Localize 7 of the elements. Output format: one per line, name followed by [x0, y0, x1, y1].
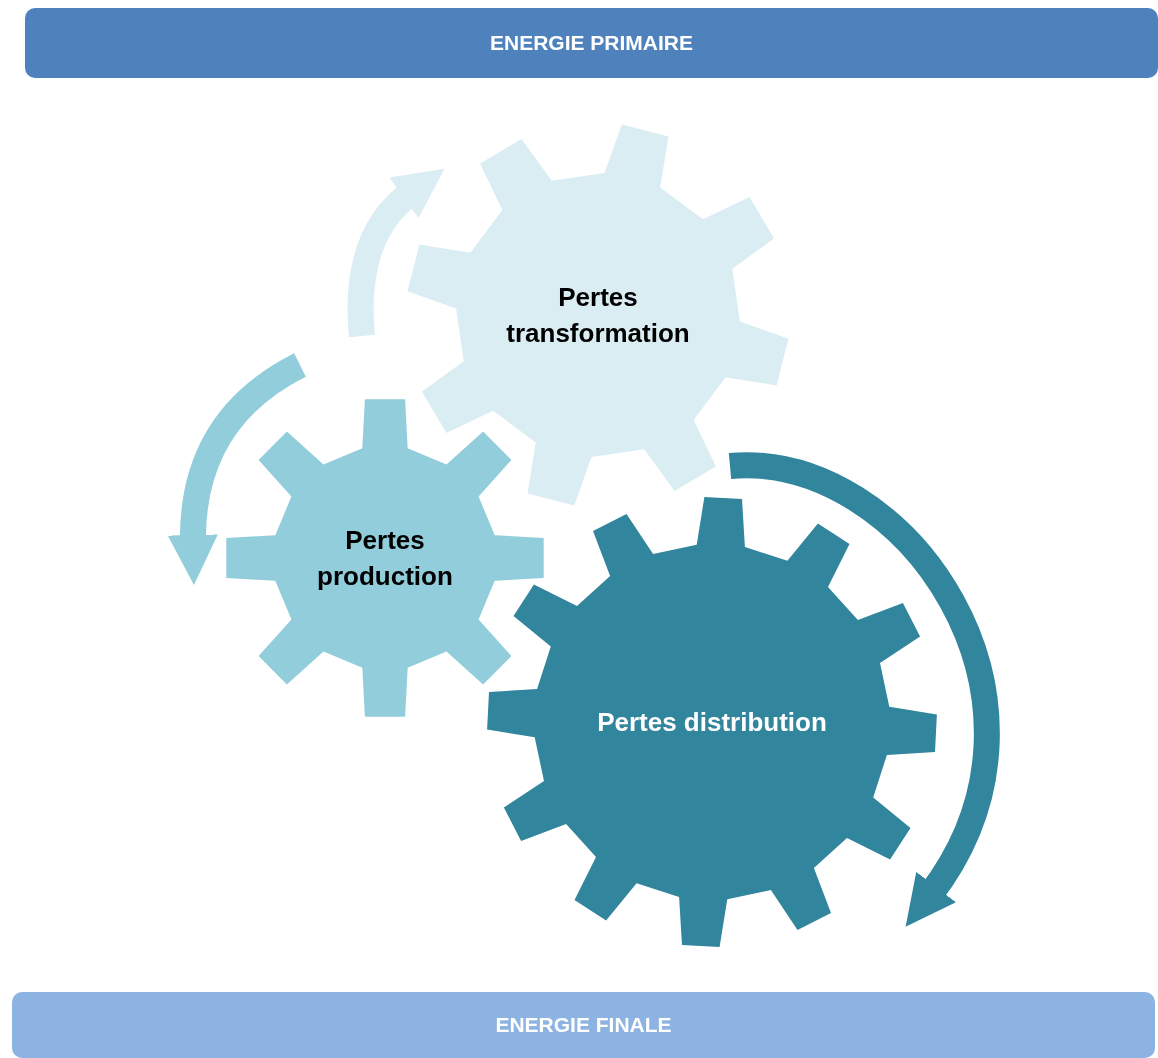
gear-label: Pertes transformation: [505, 280, 691, 350]
bar-label: ENERGIE FINALE: [495, 1013, 672, 1037]
gear-label: Pertes production: [316, 523, 454, 593]
energy-bar: [12, 992, 1155, 1058]
bar-label: ENERGIE PRIMAIRE: [490, 31, 693, 55]
gear-label: Pertes distribution: [596, 705, 828, 739]
energy-bar: [25, 8, 1158, 78]
